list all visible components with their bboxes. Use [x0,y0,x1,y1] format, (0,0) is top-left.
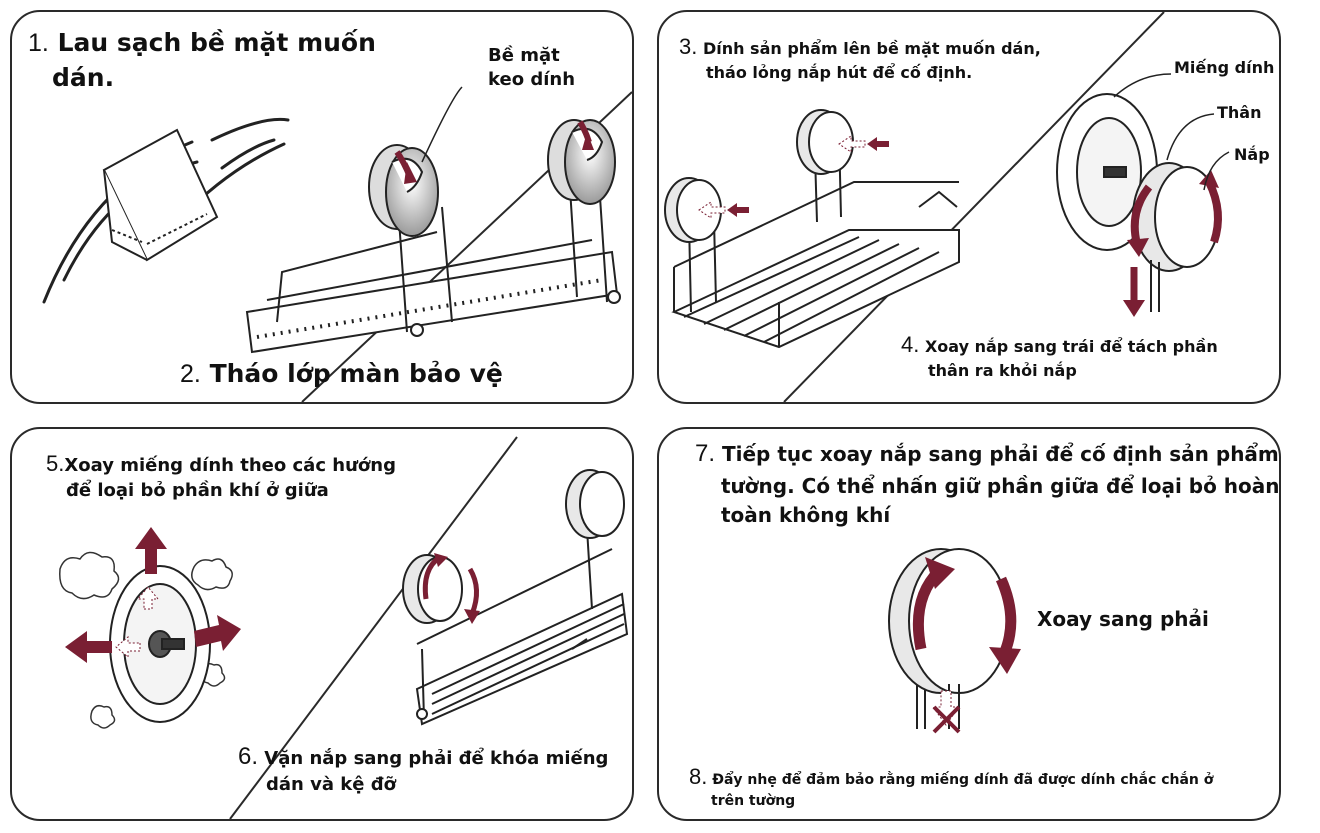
step-6-text: 6. Vặn nắp sang phải để khóa miếng dán v… [238,743,609,796]
label-body: Thân [1217,103,1262,122]
shelf-illustration [415,528,629,726]
step-4-text: 4. Xoay nắp sang trái để tách phần thân … [901,332,1218,380]
suction-cup-right [547,119,616,205]
illustration-attach-and-separate [664,12,1230,402]
step-3-text: 3. Dính sản phẩm lên bề mặt muốn dán, th… [679,34,1041,82]
panel-step-7-8: 7. Tiếp tục xoay nắp sang phải để cố địn… [657,427,1281,821]
panel-step-5-6: 5.Xoay miếng dính theo các hướng để loại… [10,427,634,821]
rotate-right-label: Xoay sang phải [1037,607,1209,631]
cross-mark-icon [932,705,961,734]
label-leader [421,86,463,163]
push-arrow-icon [727,203,749,217]
adhesive-disc [1056,93,1158,251]
step-2-text: 2. Tháo lớp màn bảo vệ [180,359,503,388]
step-1-text: 1. Lau sạch bề mặt muốn dán. [28,28,376,92]
illustration-remove-air-and-lock [59,436,629,819]
push-arrow-icon [867,137,889,151]
cloth-icon [102,128,219,262]
step-5-text: 5.Xoay miếng dính theo các hướng để loại… [46,451,396,501]
push-air-arrows [65,527,241,663]
illustration-rotate-and-press [888,548,1021,734]
panel-step-1-2: 1. Lau sạch bề mặt muốn dán. Bề mặt keo … [10,10,634,404]
illustration-clean-and-peel [42,86,632,402]
step-7-text: 7. Tiếp tục xoay nắp sang phải để cố địn… [695,440,1281,527]
divider-line [783,12,1165,402]
rotate-left-arrow [1130,184,1153,245]
panel-step-3-4: 3. Dính sản phẩm lên bề mặt muốn dán, th… [657,10,1281,404]
step-8-text: 8. Đẩy nhẹ để đảm bảo rằng miếng dính đã… [689,764,1214,809]
label-adhesive-pad: Miếng dính [1174,58,1275,77]
label-cap: Nắp [1234,145,1270,164]
suction-cup-right [565,469,625,539]
shelf-illustration [245,141,621,354]
shelf-illustration [671,121,960,349]
label-adhesive-surface: Bề mặt keo dính [488,45,576,91]
divider-line [229,436,518,819]
suction-cup-left [368,144,439,237]
suction-cup-2 [796,109,854,175]
